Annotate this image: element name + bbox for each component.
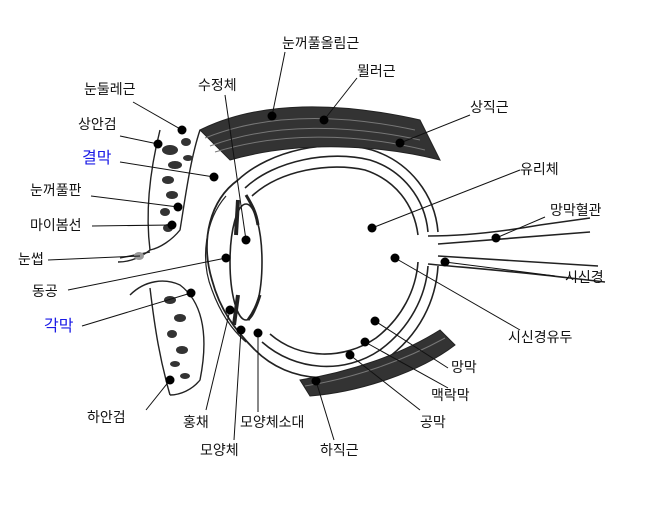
superior-muscles bbox=[200, 107, 440, 160]
label-ciliary-body: 모양체 bbox=[200, 443, 239, 459]
label-sclera: 공막 bbox=[420, 415, 446, 431]
label-zonule: 모양체소대 bbox=[240, 415, 304, 431]
label-conjunctiva: 결막 bbox=[82, 150, 111, 166]
label-inferior-rectus: 하직근 bbox=[320, 443, 359, 459]
label-optic-disc: 시신경유두 bbox=[508, 330, 572, 346]
label-meibomian: 마이봄선 bbox=[30, 218, 82, 234]
label-superior-rectus: 상직근 bbox=[470, 100, 509, 116]
label-choroid: 맥락막 bbox=[431, 388, 470, 404]
label-lens: 수정체 bbox=[198, 78, 237, 94]
label-optic-nerve: 시신경 bbox=[565, 270, 604, 286]
label-muller: 뮐러근 bbox=[357, 64, 396, 80]
label-levator: 눈꺼풀올림근 bbox=[282, 36, 359, 52]
label-vitreous: 유리체 bbox=[520, 162, 559, 178]
label-eyelash: 눈썹 bbox=[18, 252, 44, 268]
label-tarsal-plate: 눈꺼풀판 bbox=[30, 183, 82, 199]
label-retina: 망막 bbox=[451, 360, 477, 376]
label-cornea: 각막 bbox=[44, 318, 73, 334]
label-iris: 홍채 bbox=[183, 415, 209, 431]
label-pupil: 동공 bbox=[32, 284, 58, 300]
lower-eyelid-tissue bbox=[164, 296, 190, 379]
inferior-muscles bbox=[300, 330, 455, 396]
label-upper-eyelid: 상안검 bbox=[78, 117, 117, 133]
iris-upper bbox=[236, 200, 238, 235]
label-retinal-vessels: 망막혈관 bbox=[550, 203, 602, 219]
label-lower-eyelid: 하안검 bbox=[87, 410, 126, 426]
label-orbicularis: 눈둘레근 bbox=[84, 82, 136, 98]
upper-eyelid-shape bbox=[118, 130, 200, 262]
